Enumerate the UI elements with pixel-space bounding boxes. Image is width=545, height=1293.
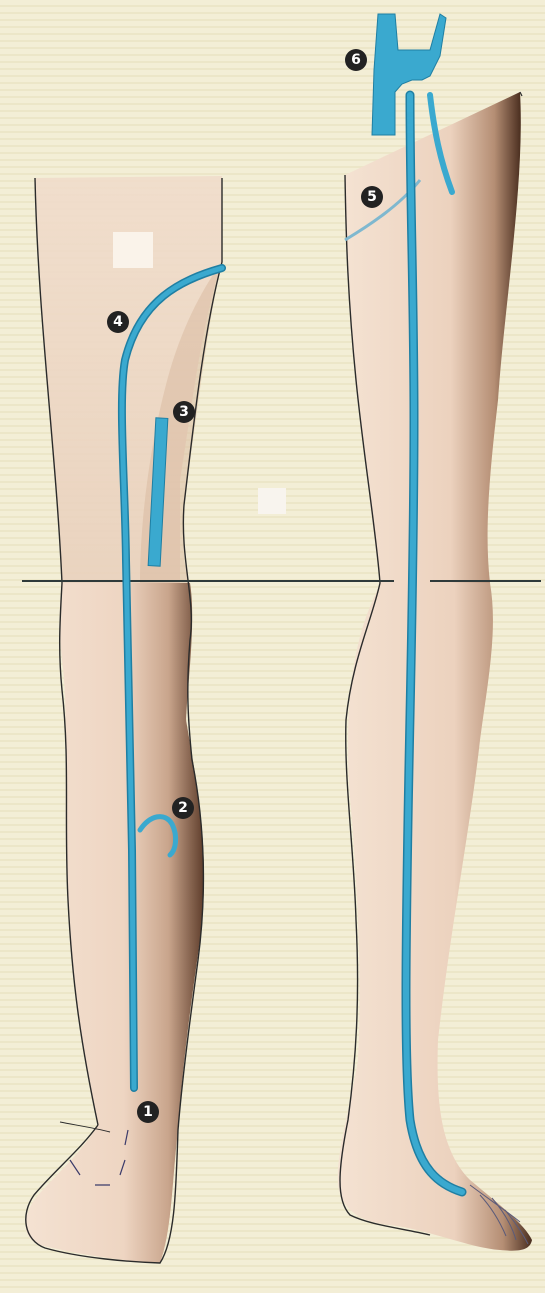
- marker-6-label: 6: [351, 52, 361, 68]
- right-calf-fill: [338, 583, 532, 1251]
- marker-2-label: 2: [178, 800, 188, 816]
- marker-4: 4: [107, 311, 129, 333]
- marker-5: 5: [361, 186, 383, 208]
- marker-1-label: 1: [143, 1104, 153, 1120]
- right-leg: [338, 92, 532, 1251]
- marker-4-label: 4: [113, 314, 123, 330]
- left-leg: [26, 176, 222, 1263]
- left-thigh-highlight-upper: [113, 232, 153, 268]
- marker-3: 3: [173, 401, 195, 423]
- marker-1: 1: [137, 1101, 159, 1123]
- left-thigh-highlight-lower: [258, 488, 286, 514]
- marker-3-label: 3: [179, 404, 189, 420]
- marker-6: 6: [345, 49, 367, 71]
- marker-2: 2: [172, 797, 194, 819]
- marker-5-label: 5: [367, 189, 377, 205]
- right-knee-fold: [520, 92, 522, 96]
